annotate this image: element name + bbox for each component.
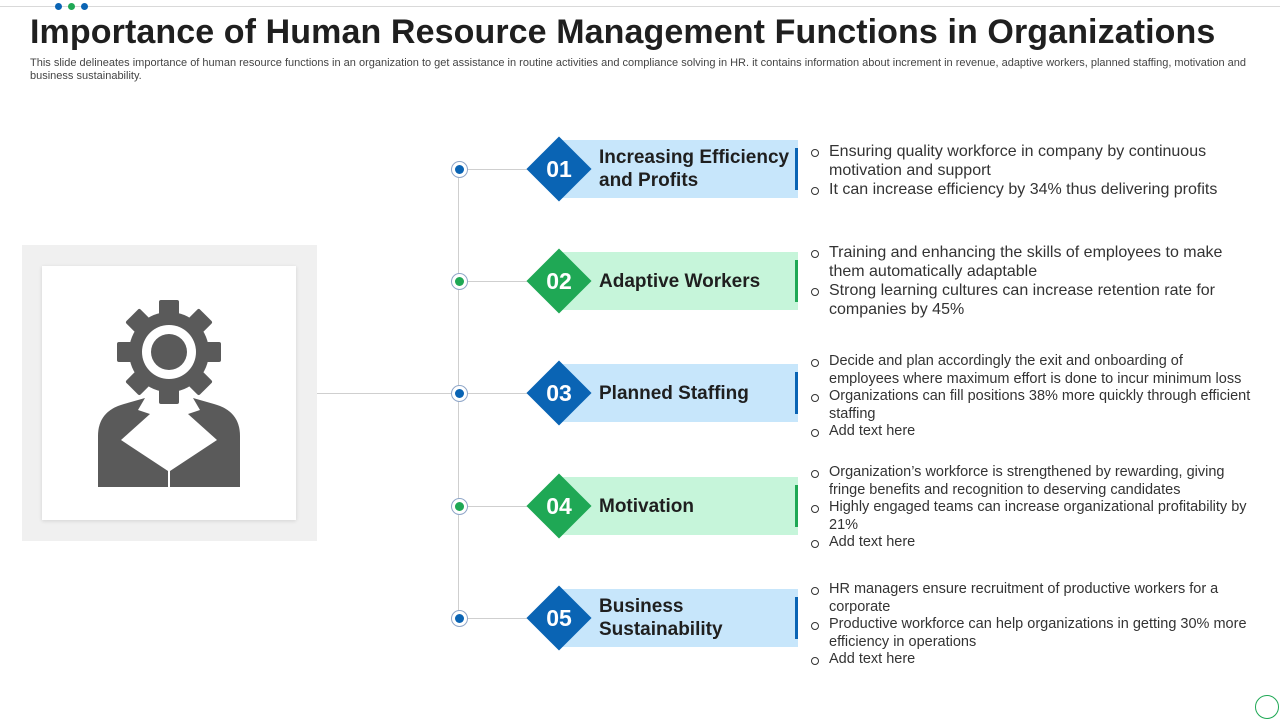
timeline-node [451,385,468,402]
figure-card [42,266,296,520]
figure-connector [317,393,459,394]
item-number: 02 [546,268,572,294]
function-item-2: Adaptive Workers 02 [0,248,1280,371]
item-label: Adaptive Workers [599,270,761,292]
corner-circle-icon [1255,695,1279,719]
node-connector [459,618,531,619]
label-band [560,140,798,198]
item-4-bullets: Organization’s workforce is strengthened… [811,464,1256,552]
node-connector [459,506,531,507]
bullet-point: Add text here [811,651,1256,669]
bullet-point: Organization’s workforce is strengthened… [811,464,1256,499]
top-divider [0,6,1280,7]
function-item-1: Increasing Efficiency and Profits 01 [0,136,1280,259]
label-band [560,252,798,310]
node-connector [459,169,531,170]
function-item-3: Planned Staffing 03 [0,360,1280,483]
bullet-point: HR managers ensure recruitment of produc… [811,581,1256,616]
dot-green-icon [68,3,75,10]
node-connector [459,393,531,394]
item-label: Business Sustainability [599,596,723,640]
item-label: Planned Staffing [599,382,749,404]
item-2-bullets: Training and enhancing the skills of emp… [811,243,1256,319]
item-number: 03 [546,380,572,406]
dot-blue-icon [55,3,62,10]
bullet-point: Ensuring quality workforce in company by… [811,142,1256,180]
timeline-node [451,498,468,515]
dot-blue-icon [81,3,88,10]
bullet-point: Training and enhancing the skills of emp… [811,243,1256,281]
function-item-4: Motivation 04 [0,473,1280,596]
bullet-point: Add text here [811,423,1256,441]
timeline-node [451,610,468,627]
item-3-bullets: Decide and plan accordingly the exit and… [811,353,1256,441]
gear-head-person-icon [98,300,240,487]
bullet-point: Strong learning cultures can increase re… [811,281,1256,319]
page-subtitle: This slide delineates importance of huma… [30,57,1246,82]
label-band [560,477,798,535]
bullet-point: Decide and plan accordingly the exit and… [811,353,1256,388]
bullet-point: It can increase efficiency by 34% thus d… [811,180,1256,199]
bullet-point: Organizations can fill positions 38% mor… [811,388,1256,423]
timeline-node [451,161,468,178]
timeline-node [451,273,468,290]
page-title: Importance of Human Resource Management … [30,13,1216,51]
item-number: 04 [546,493,572,519]
node-connector [459,281,531,282]
decorative-dots [55,3,88,10]
bullet-point: Productive workforce can help organizati… [811,616,1256,651]
item-number: 01 [546,156,572,182]
function-item-5: Business Sustainability 05 [0,585,1280,708]
item-1-bullets: Ensuring quality workforce in company by… [811,142,1256,199]
item-label: Increasing Efficiency and Profits [599,147,790,191]
bullet-point: Highly engaged teams can increase organi… [811,499,1256,534]
item-label: Motivation [599,495,694,517]
label-band [560,589,798,647]
item-number: 05 [546,605,572,631]
label-band [560,364,798,422]
bullet-point: Add text here [811,534,1256,552]
item-5-bullets: HR managers ensure recruitment of produc… [811,581,1256,669]
